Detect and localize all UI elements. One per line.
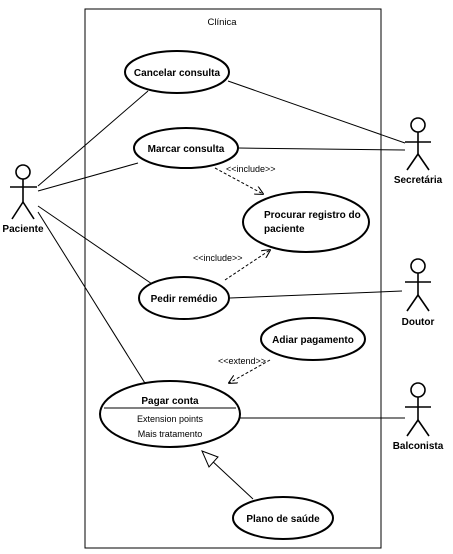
- associations: [37, 80, 406, 419]
- use-case-procurar-label-1: Procurar registro do: [264, 210, 361, 221]
- actor-doutor[interactable]: [405, 258, 431, 312]
- include-pedir-procurar: [224, 250, 270, 281]
- use-case-pagar-label: Pagar conta: [141, 396, 199, 407]
- actor-paciente[interactable]: [10, 164, 37, 220]
- extension-point-item: Mais tratamento: [138, 429, 203, 439]
- generalization-line: [209, 458, 254, 500]
- system-title: Clínica: [207, 17, 237, 28]
- use-case-plano-label: Plano de saúde: [246, 514, 320, 525]
- extend-adiar-pagar: [229, 359, 271, 383]
- assoc-secretaria-marcar: [237, 147, 406, 151]
- use-case-pedir-label: Pedir remédio: [151, 294, 218, 305]
- assoc-paciente-pedir: [37, 205, 156, 287]
- use-case-pedir-remedio[interactable]: Pedir remédio: [138, 276, 230, 320]
- actor-balconista-label: Balconista: [393, 441, 444, 452]
- use-case-marcar-consulta[interactable]: Marcar consulta: [133, 127, 239, 169]
- assoc-paciente-cancelar: [37, 90, 149, 187]
- actor-secretaria[interactable]: [405, 117, 431, 171]
- use-case-marcar-label: Marcar consulta: [148, 144, 225, 155]
- assoc-paciente-pagar: [37, 211, 149, 389]
- use-case-procurar-label-2: paciente: [264, 224, 305, 235]
- include-label-1: <<include>>: [226, 164, 276, 174]
- use-case-pagar-conta[interactable]: Pagar conta Extension points Mais tratam…: [99, 380, 241, 448]
- use-case-cancelar-label: Cancelar consulta: [134, 68, 221, 79]
- assoc-doutor-pedir: [229, 290, 403, 299]
- extend-label-1: <<extend>>: [218, 356, 266, 366]
- actor-balconista[interactable]: [405, 382, 431, 437]
- use-case-plano-saude[interactable]: Plano de saúde: [232, 496, 334, 540]
- use-case-procurar-registro[interactable]: Procurar registro do paciente: [242, 191, 370, 253]
- use-case-adiar-label: Adiar pagamento: [272, 335, 354, 346]
- assoc-paciente-marcar: [37, 162, 139, 192]
- actor-paciente-label: Paciente: [2, 224, 44, 235]
- generalization-arrowhead: [201, 450, 219, 468]
- assoc-secretaria-cancelar: [227, 80, 406, 144]
- dependencies: [214, 167, 271, 383]
- use-case-cancelar-consulta[interactable]: Cancelar consulta: [124, 50, 230, 94]
- system-boundary: [84, 8, 382, 549]
- use-case-adiar-pagamento[interactable]: Adiar pagamento: [260, 317, 366, 361]
- extension-points-title: Extension points: [137, 414, 204, 424]
- include-label-2: <<include>>: [193, 253, 243, 263]
- actor-secretaria-label: Secretária: [394, 175, 443, 186]
- include-marcar-procurar: [214, 167, 263, 194]
- actor-doutor-label: Doutor: [402, 317, 435, 328]
